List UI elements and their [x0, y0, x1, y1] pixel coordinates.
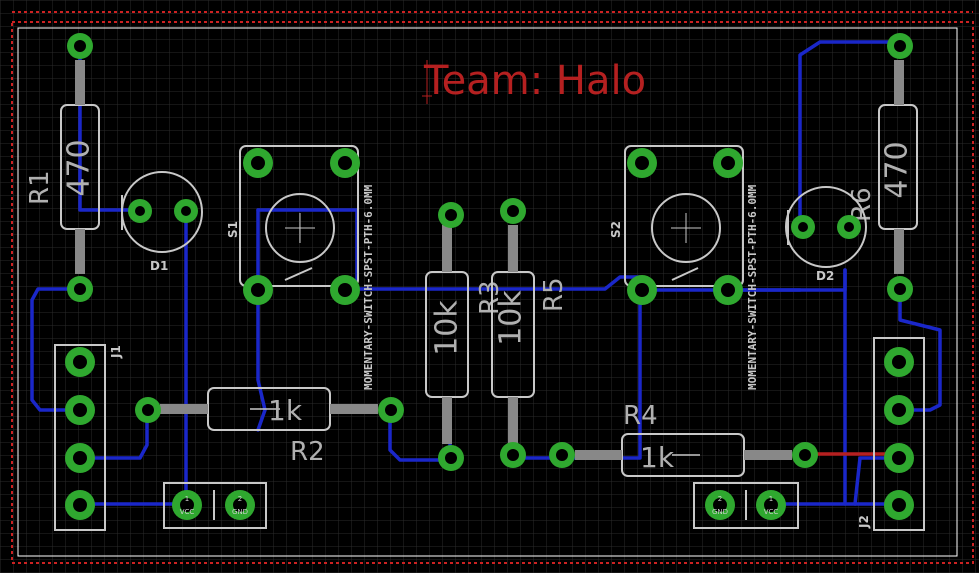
switch-s1 — [239, 145, 359, 287]
team-label: Team: Halo — [423, 58, 646, 104]
led-d1 — [121, 171, 203, 253]
pin-label-left-gnd: GND — [232, 508, 248, 516]
resistor-r6: 470 — [878, 60, 918, 274]
team-label-origin — [422, 60, 432, 104]
pin-label-right-2: 2 — [718, 495, 722, 503]
d1-name: D1 — [150, 259, 168, 273]
r3-value: 10k — [430, 300, 465, 356]
resistor-r1: 470 — [60, 60, 100, 274]
header-j1 — [54, 344, 106, 531]
pin-label-right-gnd: GND — [712, 508, 728, 516]
pin-label-right-1: 1 — [769, 495, 773, 503]
r1-name: R1 — [25, 170, 55, 205]
s2-name: S2 — [609, 221, 623, 238]
switch-s2 — [624, 145, 744, 287]
s1-name: S1 — [226, 221, 240, 238]
pad-holes — [73, 40, 906, 512]
board-inner-outline — [17, 27, 958, 557]
board-outline — [11, 21, 974, 564]
r4-name: R4 — [623, 401, 658, 431]
r3-name: R3 — [475, 280, 505, 315]
pin-label-left-2: 2 — [238, 495, 242, 503]
r5-name: R5 — [539, 277, 569, 312]
pin-label-left-1: 1 — [185, 495, 189, 503]
power-connector-right — [693, 482, 799, 529]
header-j2 — [873, 337, 925, 531]
resistor-r5: 10k — [491, 225, 535, 444]
r5-value: 10k — [494, 290, 529, 346]
j1-name: J1 — [109, 345, 123, 359]
r1-value: 470 — [62, 139, 97, 196]
j2-name: J2 — [857, 515, 871, 529]
r2-value: 1k — [268, 394, 303, 427]
s2-value: MOMENTARY-SWITCH-SPST-PTH-6.0MM — [746, 184, 759, 390]
r4-value: 1k — [640, 441, 675, 474]
led-d2 — [785, 186, 867, 268]
resistor-r4: 1k — [575, 433, 792, 477]
pin-label-left-vcc: VCC — [180, 508, 195, 516]
resistor-r2: 1k — [160, 387, 378, 431]
r2-name: R2 — [290, 437, 325, 467]
r6-value: 470 — [880, 141, 915, 198]
power-connector-left — [163, 482, 267, 529]
pin-label-right-vcc: VCC — [764, 508, 779, 516]
resistor-r3: 10k — [425, 225, 469, 444]
d2-name: D2 — [816, 269, 834, 283]
s1-value: MOMENTARY-SWITCH-SPST-PTH-6.0MM — [362, 184, 375, 390]
